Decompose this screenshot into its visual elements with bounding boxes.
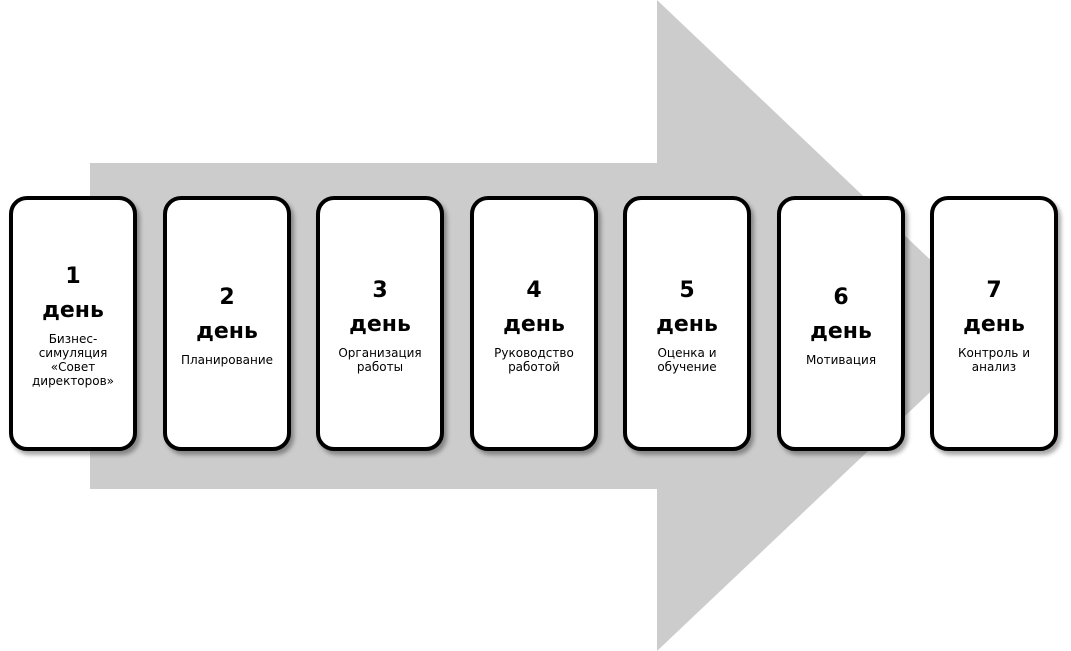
step-day-1: 1 день Бизнес- симуляция «Совет директор… [9,196,137,451]
step-day-3: 3 день Организация работы [316,196,444,451]
step-label: Руководство работой [494,345,574,374]
step-day-4: 4 день Руководство работой [470,196,598,451]
step-unit: день [196,318,258,344]
step-number: 4 [526,277,542,303]
step-label: Бизнес- симуляция «Совет директоров» [31,331,115,388]
step-number: 6 [833,284,849,310]
step-label: Контроль и анализ [957,345,1030,374]
step-day-5: 5 день Оценка и обучение [623,196,751,451]
step-number: 3 [372,277,388,303]
step-unit: день [963,311,1025,337]
step-day-2: 2 день Планирование [163,196,291,451]
step-label: Планирование [180,352,274,367]
step-label: Оценка и обучение [657,345,717,374]
step-unit: день [656,311,718,337]
step-unit: день [349,311,411,337]
step-day-7: 7 день Контроль и анализ [930,196,1058,451]
step-label: Мотивация [805,352,877,367]
step-unit: день [42,297,104,323]
step-day-6: 6 день Мотивация [777,196,905,451]
step-number: 2 [219,284,235,310]
step-label: Организация работы [338,345,422,374]
step-unit: день [810,318,872,344]
step-number: 5 [679,277,695,303]
step-number: 1 [65,263,81,289]
step-number: 7 [986,277,1002,303]
step-unit: день [503,311,565,337]
